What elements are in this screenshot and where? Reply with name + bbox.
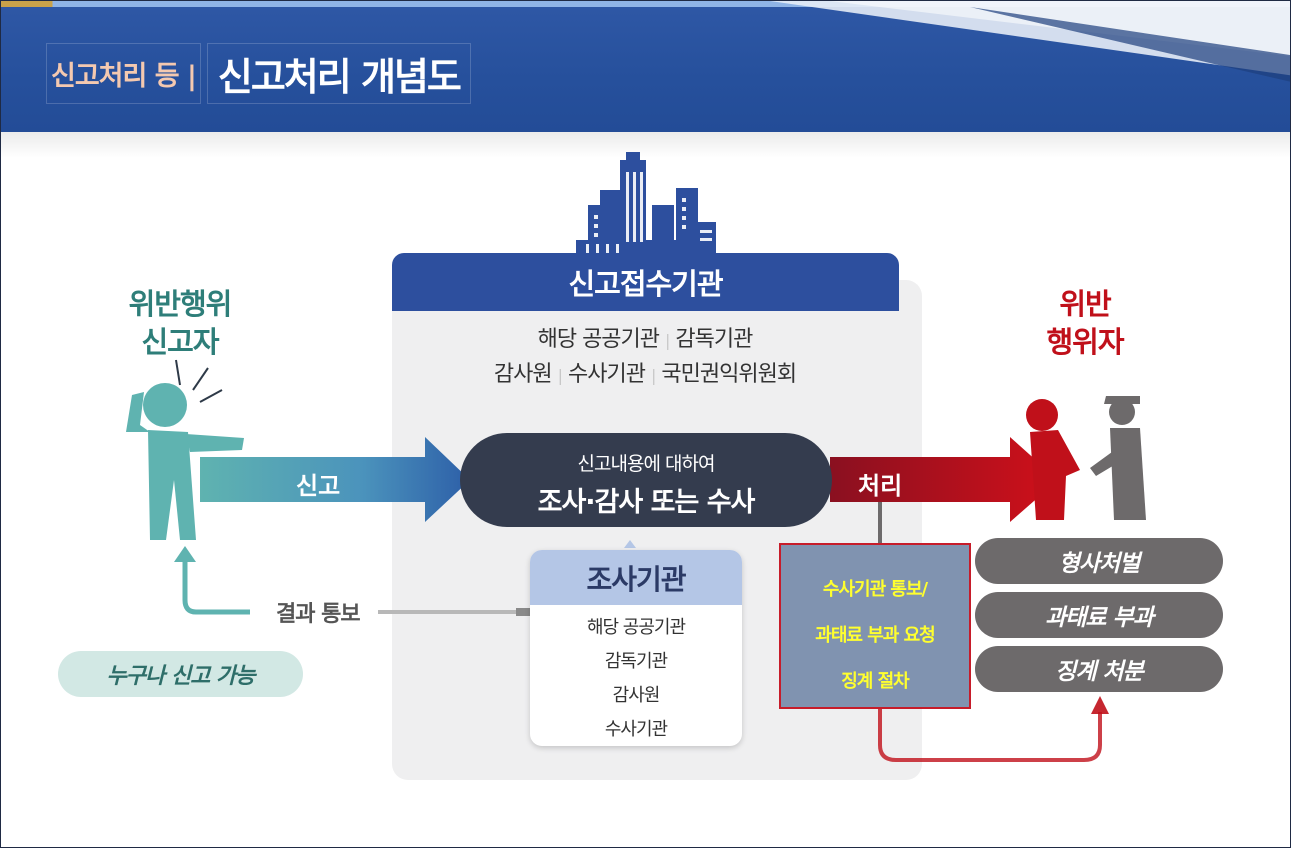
buildings-icon xyxy=(576,152,716,256)
anyone-can-report-badge: 누구나 신고 가능 xyxy=(58,651,303,697)
agency-public-institution: 해당 공공기관 xyxy=(537,327,660,352)
police-officer-icon xyxy=(1090,396,1146,520)
result-notice-label: 결과 통보 xyxy=(276,602,361,627)
violator-label-line1: 위반 xyxy=(1059,287,1111,321)
separator: | xyxy=(665,331,670,350)
process-arrow xyxy=(830,437,1058,522)
investigation-pill: 신고내용에 대하여 조사·감사 또는 수사 xyxy=(460,433,832,527)
result-return-arrow xyxy=(182,560,250,615)
agency-acrc: 국민권익위원회 xyxy=(661,362,797,387)
investigating-agency-item: 수사기관 xyxy=(604,719,668,740)
notify-line: 징계 절차 xyxy=(841,671,910,692)
header-top-line xyxy=(1,1,1290,7)
agency-line-2: 감사원|수사기관|국민권익위원회 xyxy=(400,357,890,392)
agency-supervisory: 감독기관 xyxy=(675,327,753,352)
reporter-label-line1: 위반행위 xyxy=(128,287,233,321)
penalty-fine: 과태료 부과 xyxy=(975,592,1223,638)
violator-label: 위반 행위자 xyxy=(1020,285,1150,361)
page-title: 신고처리 개념도 xyxy=(206,42,471,104)
notify-line: 과태료 부과 요청 xyxy=(815,625,935,646)
header-swoosh-decoration xyxy=(770,1,1290,82)
agency-audit-board: 감사원 xyxy=(493,362,553,387)
alarm-lines-icon xyxy=(175,359,223,403)
report-arrow-label: 신고 xyxy=(296,472,341,500)
notify-request-box: 수사기관 통보/ 과태료 부과 요청 징계 절차 xyxy=(779,543,971,709)
investigating-agency-item: 감독기관 xyxy=(604,651,668,672)
reporter-label: 위반행위 신고자 xyxy=(100,285,260,361)
process-arrow-label: 처리 xyxy=(858,472,903,500)
title-subtitle: 신고처리 등 | xyxy=(46,42,201,104)
agency-investigative: 수사기관 xyxy=(568,362,646,387)
violator-label-line2: 행위자 xyxy=(1046,325,1124,359)
reporter-label-line2: 신고자 xyxy=(141,325,219,359)
investigating-agency-item: 감사원 xyxy=(612,685,661,706)
violator-person-icon xyxy=(1026,399,1080,520)
investigation-line1: 신고내용에 대하여 xyxy=(577,453,716,475)
penalty-criminal: 형사처벌 xyxy=(975,538,1223,584)
title-group: 신고처리 등 | 신고처리 개념도 xyxy=(46,42,471,104)
reporter-person-icon xyxy=(126,383,244,540)
separator: | xyxy=(651,366,656,385)
reception-agency-list: 해당 공공기관|감독기관 감사원|수사기관|국민권익위원회 xyxy=(400,322,890,392)
report-arrow xyxy=(200,437,470,522)
investigating-agency-item: 해당 공공기관 xyxy=(586,617,686,638)
penalty-disciplinary: 징계 처분 xyxy=(975,646,1223,692)
header-bar xyxy=(1,1,1290,132)
investigating-agency-title: 조사기관 xyxy=(530,550,742,605)
separator: | xyxy=(557,366,563,385)
notify-line: 수사기관 통보/ xyxy=(822,579,928,600)
investigating-agency-card: 조사기관 해당 공공기관 감독기관 감사원 수사기관 xyxy=(530,550,742,746)
agency-line-1: 해당 공공기관 | 감독기관 xyxy=(400,322,890,357)
reception-agency-title: 신고접수기관 xyxy=(392,253,899,311)
investigation-line2: 조사·감사 또는 수사 xyxy=(537,487,756,518)
header-shadow xyxy=(1,132,1290,158)
